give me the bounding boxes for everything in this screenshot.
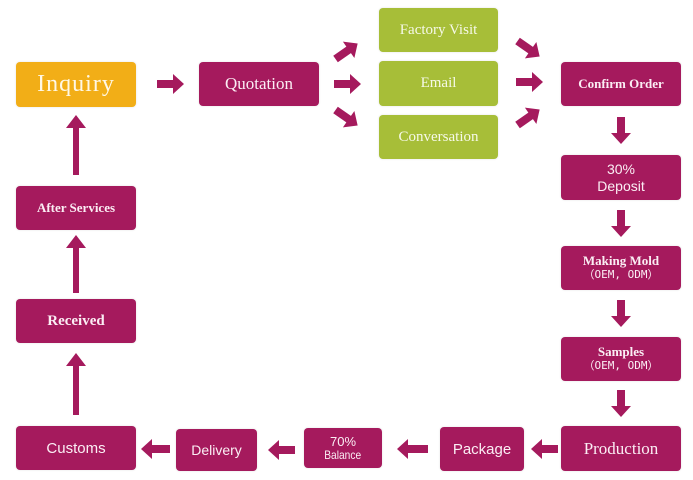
node-package-label: Package bbox=[452, 440, 512, 458]
arrow-right-icon bbox=[334, 74, 361, 94]
node-inquiry-label: Inquiry bbox=[37, 71, 115, 97]
node-factory-visit: Factory Visit bbox=[379, 8, 498, 52]
node-balance-line1: 70% bbox=[329, 433, 357, 449]
node-email: Email bbox=[379, 61, 498, 106]
arrow-up-right-icon bbox=[333, 41, 358, 63]
arrow-down-right-icon bbox=[333, 106, 358, 128]
arrow-down-icon bbox=[611, 210, 631, 237]
node-confirm-order-label: Confirm Order bbox=[578, 76, 664, 91]
node-production: Production bbox=[561, 426, 681, 471]
node-balance: 70% Balance bbox=[304, 428, 382, 468]
node-delivery: Delivery bbox=[176, 429, 257, 471]
node-samples-line1: Samples bbox=[597, 344, 645, 360]
node-quotation-label: Quotation bbox=[225, 74, 293, 93]
node-conversation-label: Conversation bbox=[398, 128, 479, 145]
node-balance-line2: Balance bbox=[324, 447, 362, 462]
node-after-services-label: After Services bbox=[36, 200, 116, 215]
node-after-services: After Services bbox=[16, 186, 136, 230]
node-deposit-line2: Deposit bbox=[597, 177, 645, 194]
node-package: Package bbox=[440, 427, 524, 471]
node-samples-line2: （OEM, ODM） bbox=[583, 359, 659, 373]
node-deposit-line1: 30% bbox=[606, 161, 636, 178]
arrow-up-icon bbox=[66, 353, 86, 415]
node-deposit: 30% Deposit bbox=[561, 155, 681, 200]
arrow-right-icon bbox=[157, 74, 184, 94]
arrow-left-icon bbox=[531, 439, 558, 459]
node-confirm-order: Confirm Order bbox=[561, 62, 681, 106]
node-samples: Samples （OEM, ODM） bbox=[561, 337, 681, 381]
node-quotation: Quotation bbox=[199, 62, 319, 106]
arrow-up-icon bbox=[66, 115, 86, 175]
node-received: Received bbox=[16, 299, 136, 343]
arrow-up-icon bbox=[66, 235, 86, 293]
arrow-down-icon bbox=[611, 300, 631, 327]
node-factory-visit-label: Factory Visit bbox=[399, 21, 478, 38]
node-email-label: Email bbox=[420, 75, 457, 91]
node-making-mold-line2: （OEM, ODM） bbox=[583, 268, 659, 282]
arrow-down-icon bbox=[611, 390, 631, 417]
arrow-right-icon bbox=[516, 72, 543, 92]
node-making-mold-line1: Making Mold bbox=[582, 253, 660, 269]
node-received-label: Received bbox=[47, 312, 105, 329]
arrow-left-icon bbox=[141, 439, 170, 459]
node-production-label: Production bbox=[583, 438, 659, 458]
node-customs: Customs bbox=[16, 426, 136, 470]
arrow-left-icon bbox=[268, 440, 295, 460]
node-conversation: Conversation bbox=[379, 115, 498, 159]
arrow-down-icon bbox=[611, 117, 631, 144]
node-customs-label: Customs bbox=[46, 439, 106, 457]
arrow-up-right-icon bbox=[515, 107, 540, 129]
arrow-down-right-icon bbox=[515, 37, 540, 59]
node-inquiry: Inquiry bbox=[16, 62, 136, 107]
arrow-left-icon bbox=[397, 439, 428, 459]
node-delivery-label: Delivery bbox=[191, 442, 242, 458]
node-making-mold: Making Mold （OEM, ODM） bbox=[561, 246, 681, 290]
